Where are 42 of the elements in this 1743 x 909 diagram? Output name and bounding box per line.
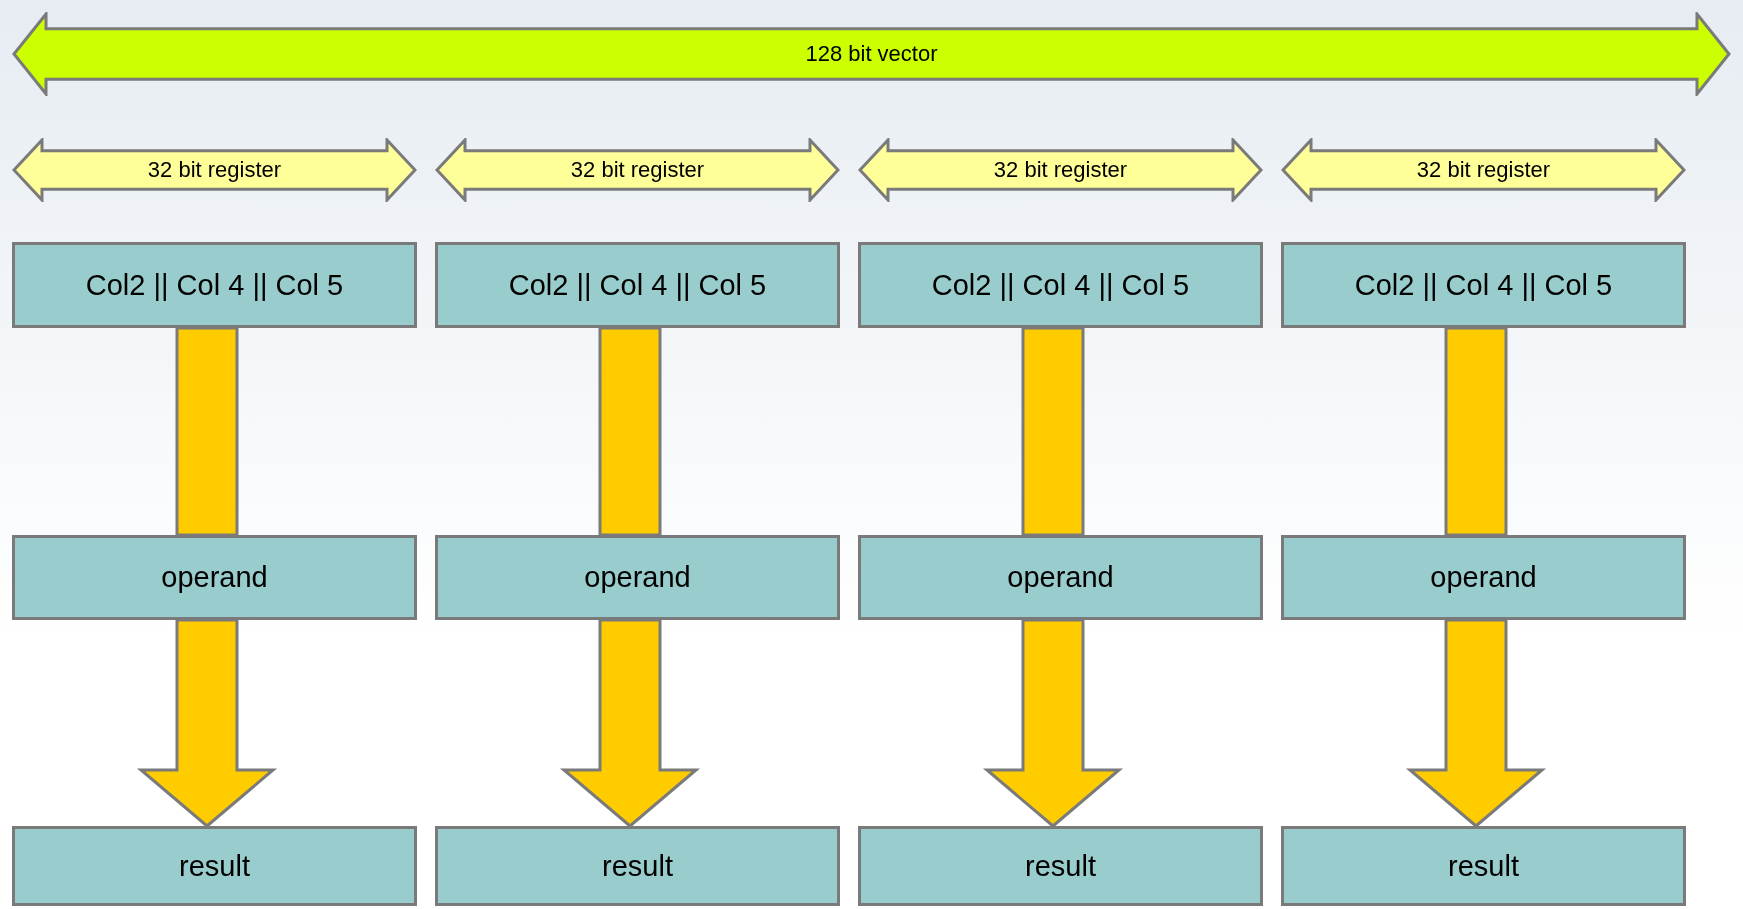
double-arrow-band [1281, 138, 1686, 202]
process-box [858, 535, 1263, 620]
process-box [1281, 242, 1686, 328]
thick-arrow [136, 618, 278, 828]
box-label: result [179, 849, 250, 883]
box-label: Col2 || Col 4 || Col 5 [1354, 268, 1613, 302]
process-box [1281, 535, 1686, 620]
process-box [858, 826, 1263, 906]
box-label: Col2 || Col 4 || Col 5 [508, 268, 767, 302]
box-label: operand [161, 561, 268, 594]
thick-arrow [1405, 618, 1547, 828]
box-label: operand [1430, 561, 1537, 594]
box-label: operand [584, 561, 691, 594]
double-arrow-band [858, 138, 1263, 202]
box-label: result [602, 849, 673, 883]
box-label: operand [1007, 561, 1114, 594]
band-label: 32 bit register [147, 157, 282, 183]
thick-connector [598, 326, 662, 537]
box-label: result [1025, 849, 1096, 883]
process-box [12, 535, 417, 620]
thick-connector [175, 326, 239, 537]
process-box [12, 242, 417, 328]
double-arrow-band [12, 138, 417, 202]
box-label: Col2 || Col 4 || Col 5 [85, 268, 344, 302]
process-box [858, 242, 1263, 328]
double-arrow-band [12, 12, 1731, 96]
process-box [435, 242, 840, 328]
band-label: 128 bit vector [805, 41, 938, 67]
band-label: 32 bit register [1416, 157, 1551, 183]
band-label: 32 bit register [993, 157, 1128, 183]
double-arrow-band [435, 138, 840, 202]
thick-arrow [559, 618, 701, 828]
box-label: Col2 || Col 4 || Col 5 [931, 268, 1190, 302]
band-label: 32 bit register [570, 157, 705, 183]
process-box [435, 535, 840, 620]
thick-connector [1444, 326, 1508, 537]
box-label: result [1448, 849, 1519, 883]
process-box [1281, 826, 1686, 906]
process-box [435, 826, 840, 906]
process-box [12, 826, 417, 906]
thick-connector [1021, 326, 1085, 537]
thick-arrow [982, 618, 1124, 828]
